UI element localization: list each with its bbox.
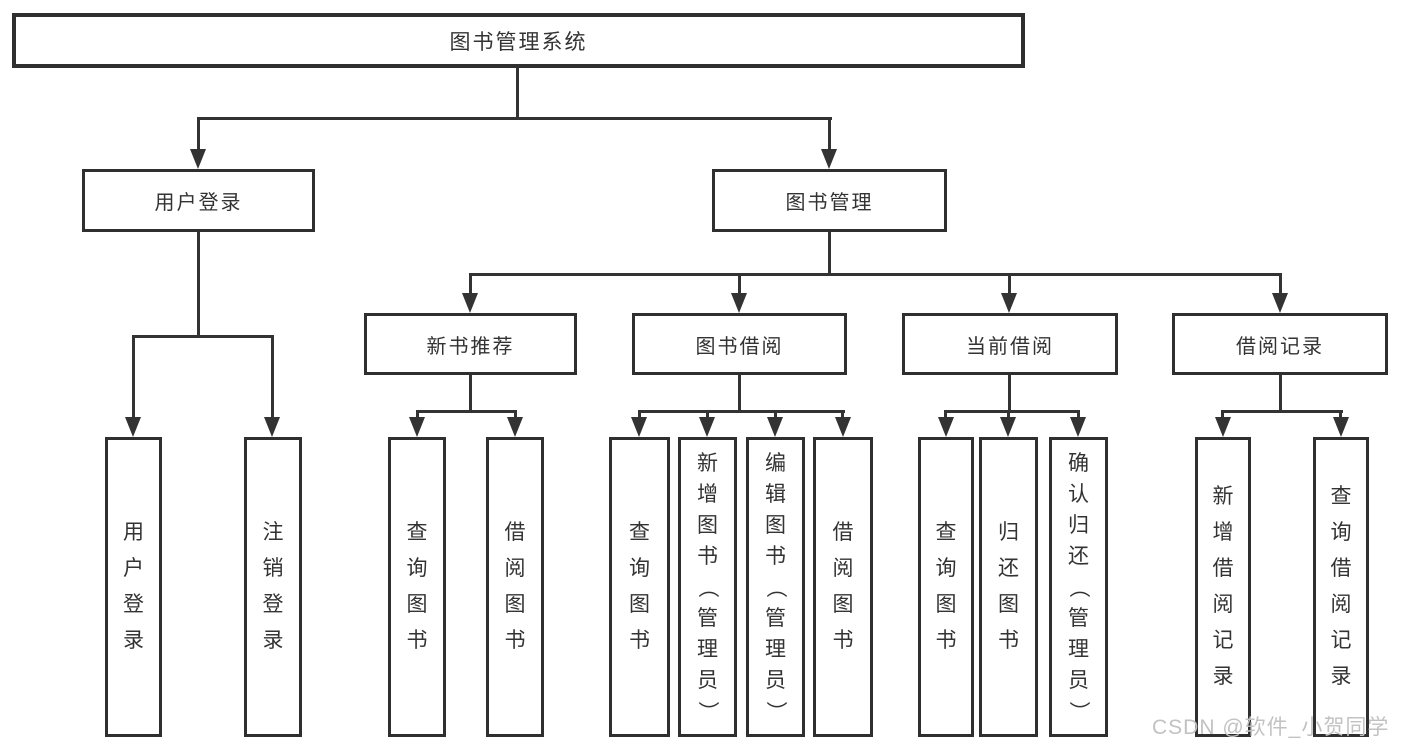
connector-line (774, 410, 777, 419)
node-book-borrowing: 图书借阅 (632, 313, 847, 375)
node-label: 查询图书 (935, 521, 957, 652)
node-leaf-user-login: 用户登录 (105, 437, 162, 737)
connector-line (132, 335, 135, 419)
connector-line (516, 68, 519, 117)
connector-line (1279, 273, 1282, 294)
node-root-library-management-system: 图书管理系统 (12, 13, 1025, 68)
connector-line (1007, 410, 1010, 419)
arrow-down-icon (835, 417, 851, 437)
node-label: 借阅记录 (1236, 335, 1324, 358)
node-leaf-edit-books-admin: 编辑图书（管理员） (746, 437, 805, 737)
arrow-down-icon (462, 293, 478, 313)
arrow-down-icon (1215, 417, 1231, 437)
arrow-down-icon (821, 149, 837, 169)
node-leaf-query-books-3: 查询图书 (918, 437, 974, 737)
connector-line (1339, 410, 1342, 419)
node-label: 用户登录 (123, 521, 144, 652)
connector-line (638, 410, 845, 413)
arrow-down-icon (767, 417, 783, 437)
node-current-borrowing: 当前借阅 (902, 313, 1118, 375)
connector-line (638, 410, 641, 419)
connector-line (944, 410, 1080, 413)
connector-line (1008, 273, 1011, 294)
node-label: 借阅图书 (504, 521, 526, 652)
node-label: 查询图书 (406, 521, 428, 652)
connector-line (706, 410, 709, 419)
arrow-down-icon (731, 293, 747, 313)
connector-line (828, 232, 831, 273)
node-label: 用户登录 (154, 192, 243, 214)
node-label: 新增借阅记录 (1212, 485, 1234, 688)
connector-line (271, 335, 274, 419)
node-leaf-add-borrow-record: 新增借阅记录 (1195, 437, 1251, 737)
connector-line (1279, 375, 1282, 410)
node-leaf-query-books-1: 查询图书 (388, 437, 446, 737)
arrow-down-icon (264, 417, 280, 437)
connector-line (828, 117, 831, 150)
arrow-down-icon (1000, 417, 1016, 437)
arrow-down-icon (507, 417, 523, 437)
connector-line (944, 410, 947, 419)
node-leaf-return-books: 归还图书 (979, 437, 1038, 737)
node-leaf-borrow-books-2: 借阅图书 (813, 437, 873, 737)
node-user-login: 用户登录 (82, 169, 315, 232)
connector-line (469, 273, 1282, 276)
node-label: 图书管理系统 (449, 30, 588, 54)
node-label: 当前借阅 (966, 335, 1054, 358)
node-borrowing-records: 借阅记录 (1172, 313, 1388, 375)
node-label: 确认归还（管理员） (1067, 451, 1090, 722)
node-leaf-query-borrow-record: 查询借阅记录 (1313, 437, 1369, 737)
node-label: 借阅图书 (832, 521, 854, 652)
connector-line (416, 410, 517, 413)
connector-line (469, 273, 472, 294)
csdn-watermark: CSDN @软件_小贺同学 (1152, 716, 1390, 739)
node-label: 归还图书 (998, 521, 1019, 652)
connector-line (841, 410, 844, 419)
arrow-down-icon (409, 417, 425, 437)
node-leaf-add-books-admin: 新增图书（管理员） (678, 437, 737, 737)
connector-line (1077, 410, 1080, 419)
node-label: 查询图书 (629, 521, 650, 652)
node-leaf-query-books-2: 查询图书 (609, 437, 670, 737)
node-label: 图书管理 (785, 192, 874, 214)
arrow-down-icon (938, 417, 954, 437)
node-label: 注销登录 (262, 521, 284, 652)
arrow-down-icon (631, 417, 647, 437)
node-book-management: 图书管理 (712, 169, 947, 232)
arrow-down-icon (1272, 293, 1288, 313)
connector-line (738, 375, 741, 410)
arrow-down-icon (699, 417, 715, 437)
connector-line (197, 117, 200, 150)
arrow-down-icon (1001, 293, 1017, 313)
node-leaf-borrow-books-1: 借阅图书 (486, 437, 544, 737)
node-label: 编辑图书（管理员） (764, 451, 787, 722)
arrow-down-icon (190, 149, 206, 169)
connector-line (514, 410, 517, 419)
node-label: 新书推荐 (426, 335, 515, 358)
connector-line (1221, 410, 1343, 413)
node-label: 查询借阅记录 (1330, 485, 1352, 688)
connector-line (416, 410, 419, 419)
connector-line (197, 117, 832, 120)
node-leaf-logout: 注销登录 (244, 437, 302, 737)
connector-line (197, 232, 200, 335)
node-label: 新增图书（管理员） (696, 451, 719, 722)
connector-line (469, 375, 472, 410)
arrow-down-icon (1333, 417, 1349, 437)
connector-line (1221, 410, 1224, 419)
node-new-book-recommendation: 新书推荐 (364, 313, 577, 375)
connector-line (738, 273, 741, 294)
node-label: 图书借阅 (695, 335, 784, 358)
arrow-down-icon (1070, 417, 1086, 437)
arrow-down-icon (125, 417, 141, 437)
connector-line (132, 335, 274, 338)
connector-line (1008, 375, 1011, 410)
node-leaf-confirm-return-admin: 确认归还（管理员） (1049, 437, 1108, 737)
